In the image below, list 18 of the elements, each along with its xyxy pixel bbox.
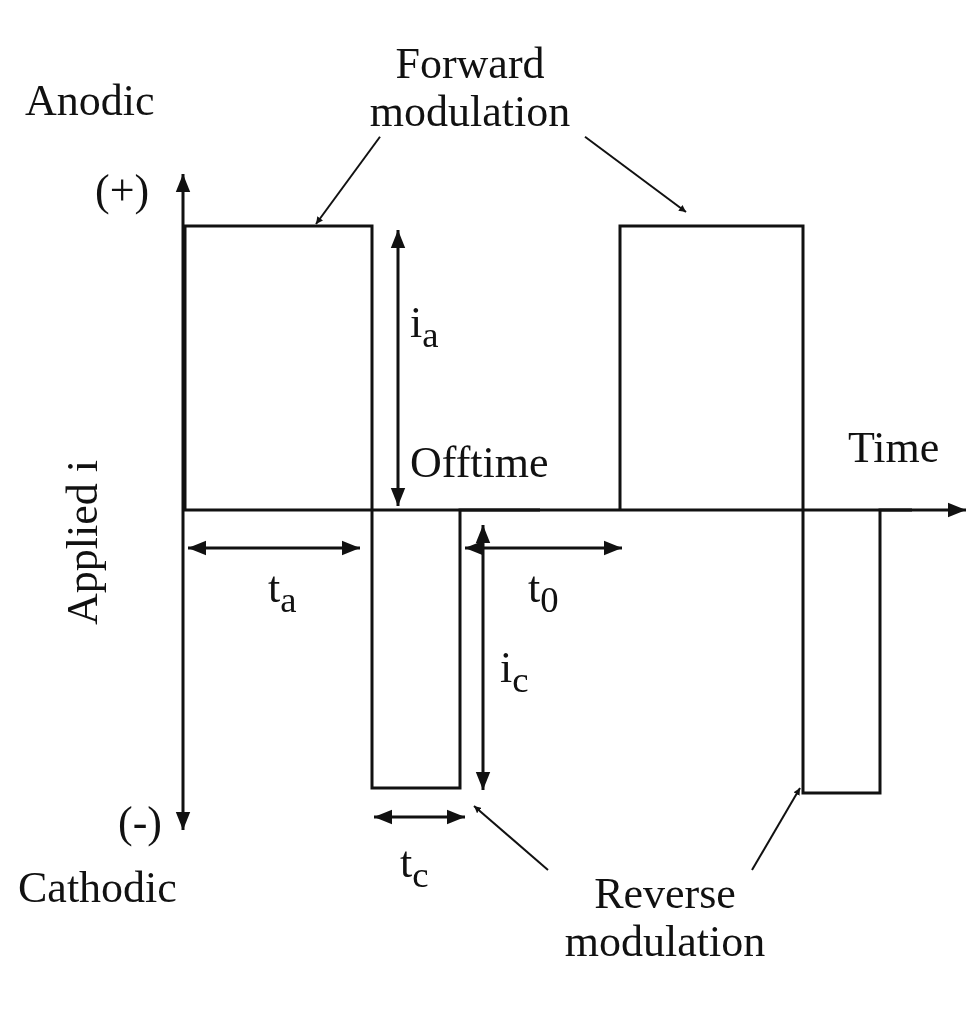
axis-title: Applied i [60,460,107,625]
leader-line [315,135,381,225]
leader-line [584,135,687,213]
time-label: t$_{a}$ [268,565,297,620]
axis-label: Anodic [25,78,155,125]
callout-text: Forward modulation [335,40,605,137]
sign-label: (-) [118,800,162,847]
current-label: i$_{c}$ [500,645,529,700]
time-label: t$_{c}$ [400,840,429,895]
time-label: t$_{0}$ [528,565,559,620]
current-label: i$_{a}$ [410,300,439,355]
axis-label: Time [848,425,940,472]
offtime-label: Offtime [410,440,549,487]
leader-line [751,787,801,871]
leader-line [473,805,549,871]
sign-label: (+) [95,168,150,215]
axis-label: Cathodic [18,865,177,912]
callout-text: Reverse modulation [520,870,810,967]
